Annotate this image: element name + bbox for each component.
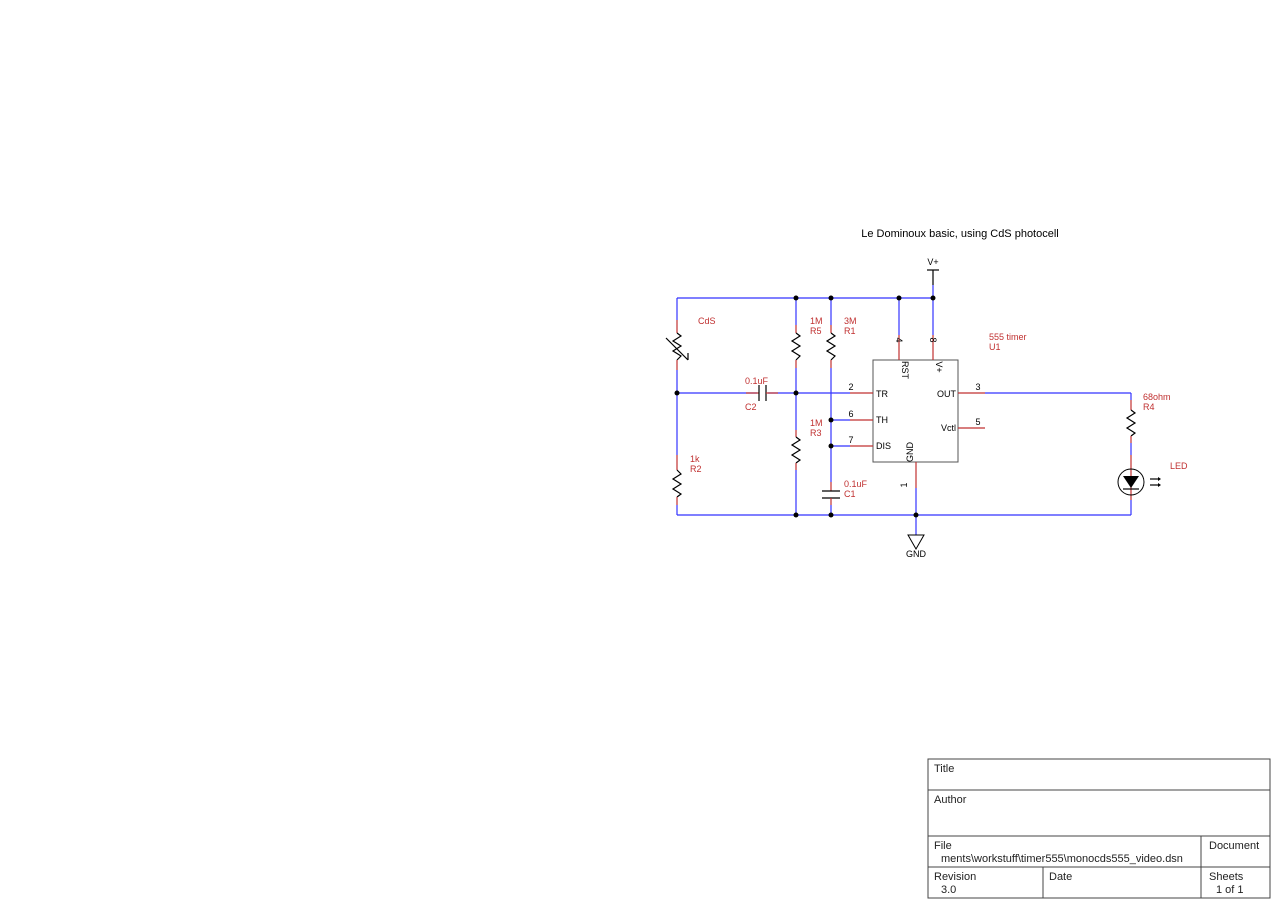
- resistor-r5: 1M R5: [790, 316, 823, 368]
- junctions: [674, 295, 936, 518]
- title-block-document-label: Document: [1209, 840, 1259, 852]
- capacitor-c2: 0.1uF C2: [745, 376, 778, 412]
- cds-label: CdS: [698, 316, 716, 326]
- c1-ref: C1: [844, 489, 856, 499]
- c2-ref: C2: [745, 402, 757, 412]
- r2-ref: R2: [690, 464, 702, 474]
- pin-7-number: 7: [848, 435, 853, 445]
- pin-4-number: 4: [894, 337, 904, 342]
- pin-tr-label: TR: [876, 389, 888, 399]
- title-block-file-value: ments\workstuff\timer555\monocds555_vide…: [941, 853, 1183, 865]
- r5-value: 1M: [810, 316, 823, 326]
- pin-vctl-label: Vctl: [941, 423, 956, 433]
- title-block-sheets-label: Sheets: [1209, 871, 1244, 883]
- resistor-r2: 1k R2: [671, 454, 702, 505]
- u1-value: 555 timer: [989, 332, 1027, 342]
- title-block-revision-value: 3.0: [941, 884, 956, 896]
- pin-6-number: 6: [848, 409, 853, 419]
- cds-photocell: CdS: [665, 316, 716, 370]
- r4-ref: R4: [1143, 402, 1155, 412]
- u1-ref: U1: [989, 342, 1001, 352]
- r3-value: 1M: [810, 418, 823, 428]
- title-block-date-label: Date: [1049, 871, 1072, 883]
- vplus-label: V+: [927, 257, 938, 267]
- pin-gnd-label: GND: [905, 442, 915, 463]
- pin-rst-label: RST: [900, 361, 910, 380]
- schematic-title: Le Dominoux basic, using CdS photocell: [861, 228, 1059, 240]
- vplus-power-symbol: V+: [927, 257, 939, 298]
- r1-value: 3M: [844, 316, 857, 326]
- r4-value: 68ohm: [1143, 392, 1171, 402]
- pin-dis-label: DIS: [876, 441, 891, 451]
- pin-2-number: 2: [848, 382, 853, 392]
- resistor-r4: 68ohm R4: [1125, 392, 1171, 443]
- pin-th-label: TH: [876, 415, 888, 425]
- led: LED: [1117, 455, 1188, 500]
- pin-8-number: 8: [928, 337, 938, 342]
- led-label: LED: [1170, 461, 1188, 471]
- r2-value: 1k: [690, 454, 700, 464]
- resistor-r3: 1M R3: [790, 418, 823, 470]
- resistor-r1: 3M R1: [825, 316, 857, 368]
- title-block: Title Author File ments\workstuff\timer5…: [927, 758, 1271, 899]
- pin-3-number: 3: [975, 382, 980, 392]
- r1-ref: R1: [844, 326, 856, 336]
- r5-ref: R5: [810, 326, 822, 336]
- title-block-author-label: Author: [934, 794, 967, 806]
- pin-vplus-label: V+: [934, 361, 944, 372]
- c2-value: 0.1uF: [745, 376, 769, 386]
- gnd-label: GND: [906, 549, 927, 559]
- pin-out-label: OUT: [937, 389, 957, 399]
- title-block-sheets-value: 1 of 1: [1216, 884, 1244, 896]
- title-block-revision-label: Revision: [934, 871, 976, 883]
- r3-ref: R3: [810, 428, 822, 438]
- pin-1-number: 1: [899, 482, 909, 487]
- wires: [676, 297, 1132, 535]
- capacitor-c1: 0.1uF C1: [822, 479, 868, 505]
- pin-5-number: 5: [975, 417, 980, 427]
- ground-symbol: GND: [906, 534, 927, 559]
- title-block-file-label: File: [934, 840, 952, 852]
- c1-value: 0.1uF: [844, 479, 868, 489]
- ic-555-timer: 4 8 RST V+ TR TH DIS OUT Vctl GND 2 6 7 …: [848, 332, 1027, 488]
- title-block-title-label: Title: [934, 763, 954, 775]
